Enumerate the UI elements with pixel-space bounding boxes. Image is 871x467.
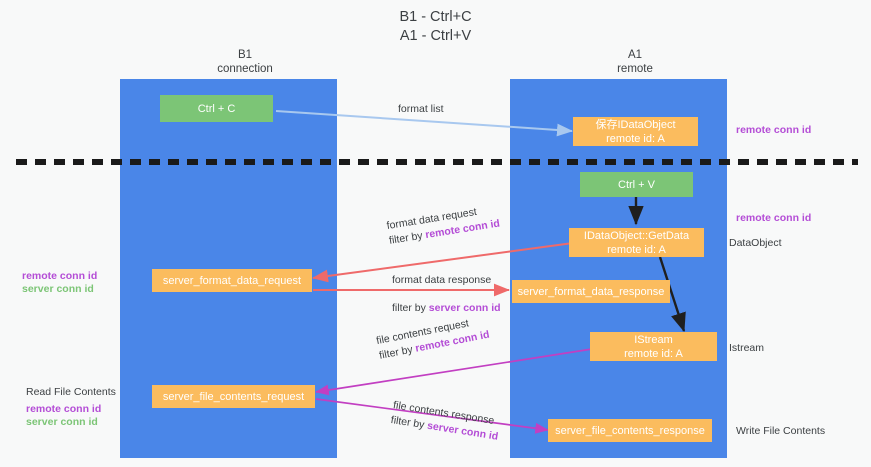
edge-label-format-data-response-line-2: filter by server conn id: [392, 301, 501, 316]
node-save-idataobject[interactable]: 保存IDataObject remote id: A: [573, 117, 698, 146]
node-server-file-contents-request-label: server_file_contents_request: [162, 390, 305, 403]
title-line-2: A1 - Ctrl+V: [399, 28, 472, 44]
edge-label-format-data-response-line-1: format data response: [392, 274, 492, 286]
annotation-right-dataobject: DataObject: [729, 237, 782, 249]
edge-label-format-list: format list: [398, 102, 444, 117]
node-server-format-data-request-label: server_format_data_request: [162, 274, 302, 287]
node-idataobject-getdata[interactable]: IDataObject::GetData remote id: A: [569, 228, 704, 257]
annotation-left-server-conn-id-2: server conn id: [26, 416, 98, 428]
edge-label-file-contents-request: file contents request filter by remote c…: [375, 313, 491, 364]
column-b1-name: B1: [237, 49, 253, 61]
annotation-right-istream: Istream: [729, 342, 765, 354]
annotation-left-read-file-contents: Read File Contents: [26, 386, 116, 398]
column-header-b1: B1 connection: [145, 48, 345, 76]
annotation-right-write-file-contents: Write File Contents: [736, 425, 826, 437]
node-server-format-data-response-label: server_format_data_response: [517, 285, 665, 298]
node-getdata-line-2: remote id: A: [607, 243, 666, 256]
node-server-file-contents-response[interactable]: server_file_contents_response: [548, 419, 712, 442]
node-istream-line-2: remote id: A: [624, 347, 683, 360]
node-ctrl-c[interactable]: Ctrl + C: [160, 95, 273, 122]
filter-by-prefix-2: filter by: [392, 302, 429, 314]
edge-label-format-data-request: format data request filter by remote con…: [386, 202, 501, 249]
column-a1-role: remote: [617, 63, 653, 75]
column-header-a1: A1 remote: [535, 48, 735, 76]
column-a1-name: A1: [627, 49, 643, 61]
node-save-idataobject-line-2: remote id: A: [606, 132, 665, 145]
title-line-1: B1 - Ctrl+C: [399, 9, 472, 25]
node-server-file-contents-request[interactable]: server_file_contents_request: [152, 385, 315, 408]
node-istream[interactable]: IStream remote id: A: [590, 332, 717, 361]
filter-key-server-conn-id: server conn id: [428, 302, 501, 314]
node-server-file-contents-response-label: server_file_contents_response: [555, 424, 705, 437]
annotation-left-remote-conn-id-2: remote conn id: [26, 403, 102, 415]
node-server-format-data-response[interactable]: server_format_data_response: [512, 280, 670, 303]
annotation-right-remote-conn-id-mid: remote conn id: [736, 212, 812, 224]
node-getdata-line-1: IDataObject::GetData: [583, 229, 690, 242]
node-istream-line-1: IStream: [634, 333, 673, 346]
edge-label-file-contents-response: file contents response filter by server …: [390, 398, 502, 445]
annotation-right-remote-conn-id-top: remote conn id: [736, 124, 812, 136]
column-b1-role: connection: [217, 63, 273, 75]
annotation-left-remote-conn-id: remote conn id: [22, 270, 98, 282]
edge-label-format-data-response: format data response filter by server co…: [392, 273, 501, 316]
node-ctrl-v-label: Ctrl + V: [618, 178, 655, 191]
node-server-format-data-request[interactable]: server_format_data_request: [152, 269, 312, 292]
node-save-idataobject-line-1: 保存IDataObject: [595, 118, 676, 131]
page-title: B1 - Ctrl+C A1 - Ctrl+V: [0, 8, 871, 46]
node-ctrl-v[interactable]: Ctrl + V: [580, 172, 693, 197]
node-ctrl-c-label: Ctrl + C: [197, 102, 236, 115]
edge-label-format-list-text: format list: [398, 103, 444, 115]
annotation-left-server-conn-id: server conn id: [22, 283, 94, 295]
